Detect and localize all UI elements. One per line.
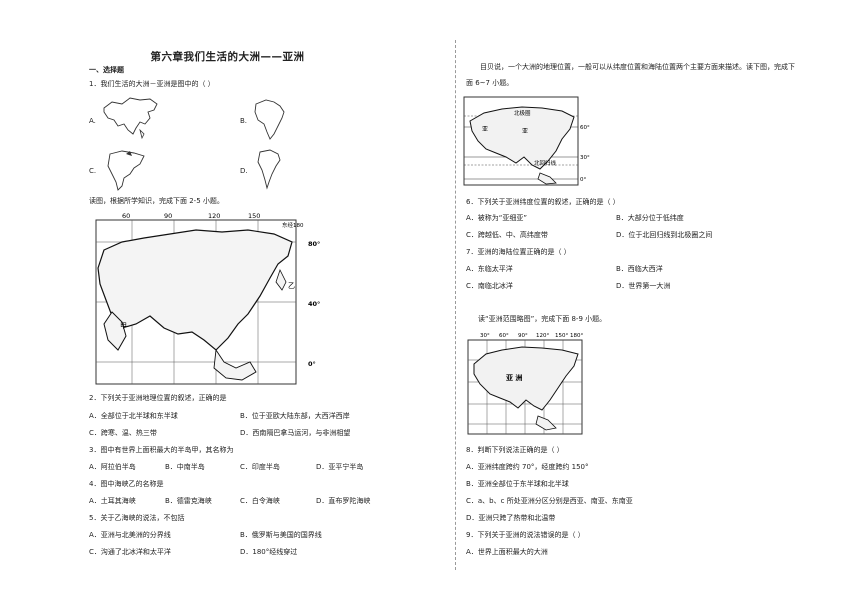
q7-option-d: D．世界第一大洲	[616, 282, 671, 290]
q1-stem: 1．我们生活的大洲－亚洲是图中的（ ）	[89, 80, 215, 88]
map1-label-jia: 甲	[120, 322, 127, 330]
q4-option-b: B．德雷克海峡	[165, 497, 212, 505]
q4-option-a: A．土耳其海峡	[89, 497, 136, 505]
q8-option-d: D．亚洲只跨了热带和北温带	[466, 514, 556, 522]
map3-lon-30: 30°	[480, 333, 490, 339]
map2-lat-30: 30°	[580, 155, 590, 161]
intro-8-9: 读“亚洲范围略图”，完成下面 8-9 小题。	[478, 315, 607, 323]
q4-option-c: C．白令海峡	[240, 497, 280, 505]
page-title: 第六章我们生活的大洲——亚洲	[150, 51, 305, 63]
q3-option-c: C．印度半岛	[240, 463, 280, 471]
q6-option-d: D．位于北回归线到北极圈之间	[616, 231, 713, 239]
map3-label-asia: 亚 洲	[506, 374, 522, 382]
map2-label-asia1: 亚	[482, 126, 488, 133]
q6-option-c: C．跨越低、中、高纬度带	[466, 231, 548, 239]
q9-stem: 9．下列关于亚洲的说法错误的是（ ）	[466, 531, 585, 539]
map2-arctic-circle: 北极圈	[514, 109, 531, 117]
q2-option-a: A．全部位于北半球和东半球	[89, 412, 178, 420]
map1-east-lon: 东经180	[282, 221, 304, 229]
asia-map-1: 60 90 120 150 东经180 80° 40° 0° 甲 乙	[95, 212, 320, 385]
continent-outline-a	[103, 97, 158, 140]
q3-option-b: B．中南半岛	[165, 463, 205, 471]
q8-option-a: A．亚洲纬度跨约 70°，经度跨约 150°	[466, 463, 589, 471]
q6-stem: 6．下列关于亚洲纬度位置的叙述，正确的是（ ）	[466, 198, 620, 206]
map3-lon-180: 180°	[570, 333, 583, 339]
q2-stem: 2．下列关于亚洲地理位置的叙述，正确的是	[89, 394, 227, 402]
q5-option-d: D．180°经线穿过	[240, 548, 298, 556]
map3-lon-60: 60°	[499, 333, 509, 339]
intro-6-7-line1: 目贝说，一个大洲的地理位置，一般可以从纬度位置和海陆位置两个主要方面来描述。读下…	[466, 63, 795, 71]
map1-lat-80: 80°	[308, 240, 320, 248]
map2-lat-0: 0°	[580, 177, 586, 183]
q5-option-a: A．亚洲与北美洲的分界线	[89, 531, 171, 539]
q8-stem: 8．判断下列说法正确的是（ ）	[466, 446, 564, 454]
continent-outline-d	[257, 149, 281, 190]
q7-stem: 7．亚洲的海陆位置正确的是（ ）	[466, 248, 571, 256]
q3-option-d: D．亚平宁半岛	[316, 463, 364, 471]
map1-lat-0: 0°	[308, 360, 316, 368]
q5-option-b: B．俄罗斯与美国的国界线	[240, 531, 322, 539]
map1-label-yi: 乙	[288, 282, 295, 290]
q9-option-a: A．世界上面积最大的大洲	[466, 548, 548, 556]
q1-option-b: B.	[240, 117, 248, 125]
map3-lon-150: 150°	[555, 333, 568, 339]
column-divider	[455, 40, 456, 570]
section-heading: 一、选择题	[89, 66, 124, 74]
q7-option-b: B．西临大西洋	[616, 265, 663, 273]
map1-lon-150: 150	[248, 212, 260, 220]
q5-option-c: C．沟通了北冰洋和太平洋	[89, 548, 171, 556]
asia-map-2: 北极圈 亚 亚 北回归线 60° 30° 0°	[463, 96, 590, 186]
intro-6-7-line2: 面 6~7 小题。	[466, 79, 514, 87]
q8-option-c: C．a、b、c 所处亚洲分区分别是西亚、南亚、东南亚	[466, 497, 633, 505]
continent-outline-b	[254, 99, 285, 140]
map2-tropic: 北回归线	[534, 159, 557, 167]
continent-outline-c	[107, 150, 145, 191]
q3-stem: 3．图中有世界上面积最大的半岛甲，其名称为	[89, 446, 234, 454]
q1-option-a: A.	[89, 117, 96, 125]
q2-option-c: C．跨寒、温、热三带	[89, 429, 157, 437]
map1-lat-40: 40°	[308, 300, 320, 308]
q2-option-d: D．西南隔巴拿马运河，与非洲相望	[240, 429, 351, 437]
q8-option-b: B．亚洲全部位于东半球和北半球	[466, 480, 569, 488]
map3-lon-90: 90°	[518, 333, 528, 339]
map3-lon-120: 120°	[536, 333, 549, 339]
q6-option-b: B．大部分位于低纬度	[616, 214, 684, 222]
q5-stem: 5．关于乙海峡的说法，不包括	[89, 514, 185, 522]
q6-option-a: A．被称为“亚细亚”	[466, 214, 528, 222]
q7-option-a: A．东临太平洋	[466, 265, 513, 273]
q2-option-b: B．位于亚欧大陆东部，大西洋西岸	[240, 412, 350, 420]
q1-option-d: D.	[240, 167, 248, 175]
map1-lon-120: 120	[208, 212, 220, 220]
map1-lon-90: 90	[164, 212, 172, 220]
asia-map-3: 30° 60° 90° 120° 150° 180° 亚 洲	[467, 333, 583, 435]
q4-stem: 4．图中海峡乙的名称是	[89, 480, 164, 488]
map1-lon-60: 60	[122, 212, 130, 220]
q7-option-c: C．南临北冰洋	[466, 282, 513, 290]
intro-2-5: 读图，根据所学知识，完成下面 2-5 小题。	[89, 197, 224, 205]
q1-option-c: C.	[89, 167, 97, 175]
q3-option-a: A．阿拉伯半岛	[89, 463, 136, 471]
q4-option-d: D．直布罗陀海峡	[316, 497, 371, 505]
map2-label-asia2: 亚	[522, 128, 528, 135]
map2-lat-60: 60°	[580, 125, 590, 131]
